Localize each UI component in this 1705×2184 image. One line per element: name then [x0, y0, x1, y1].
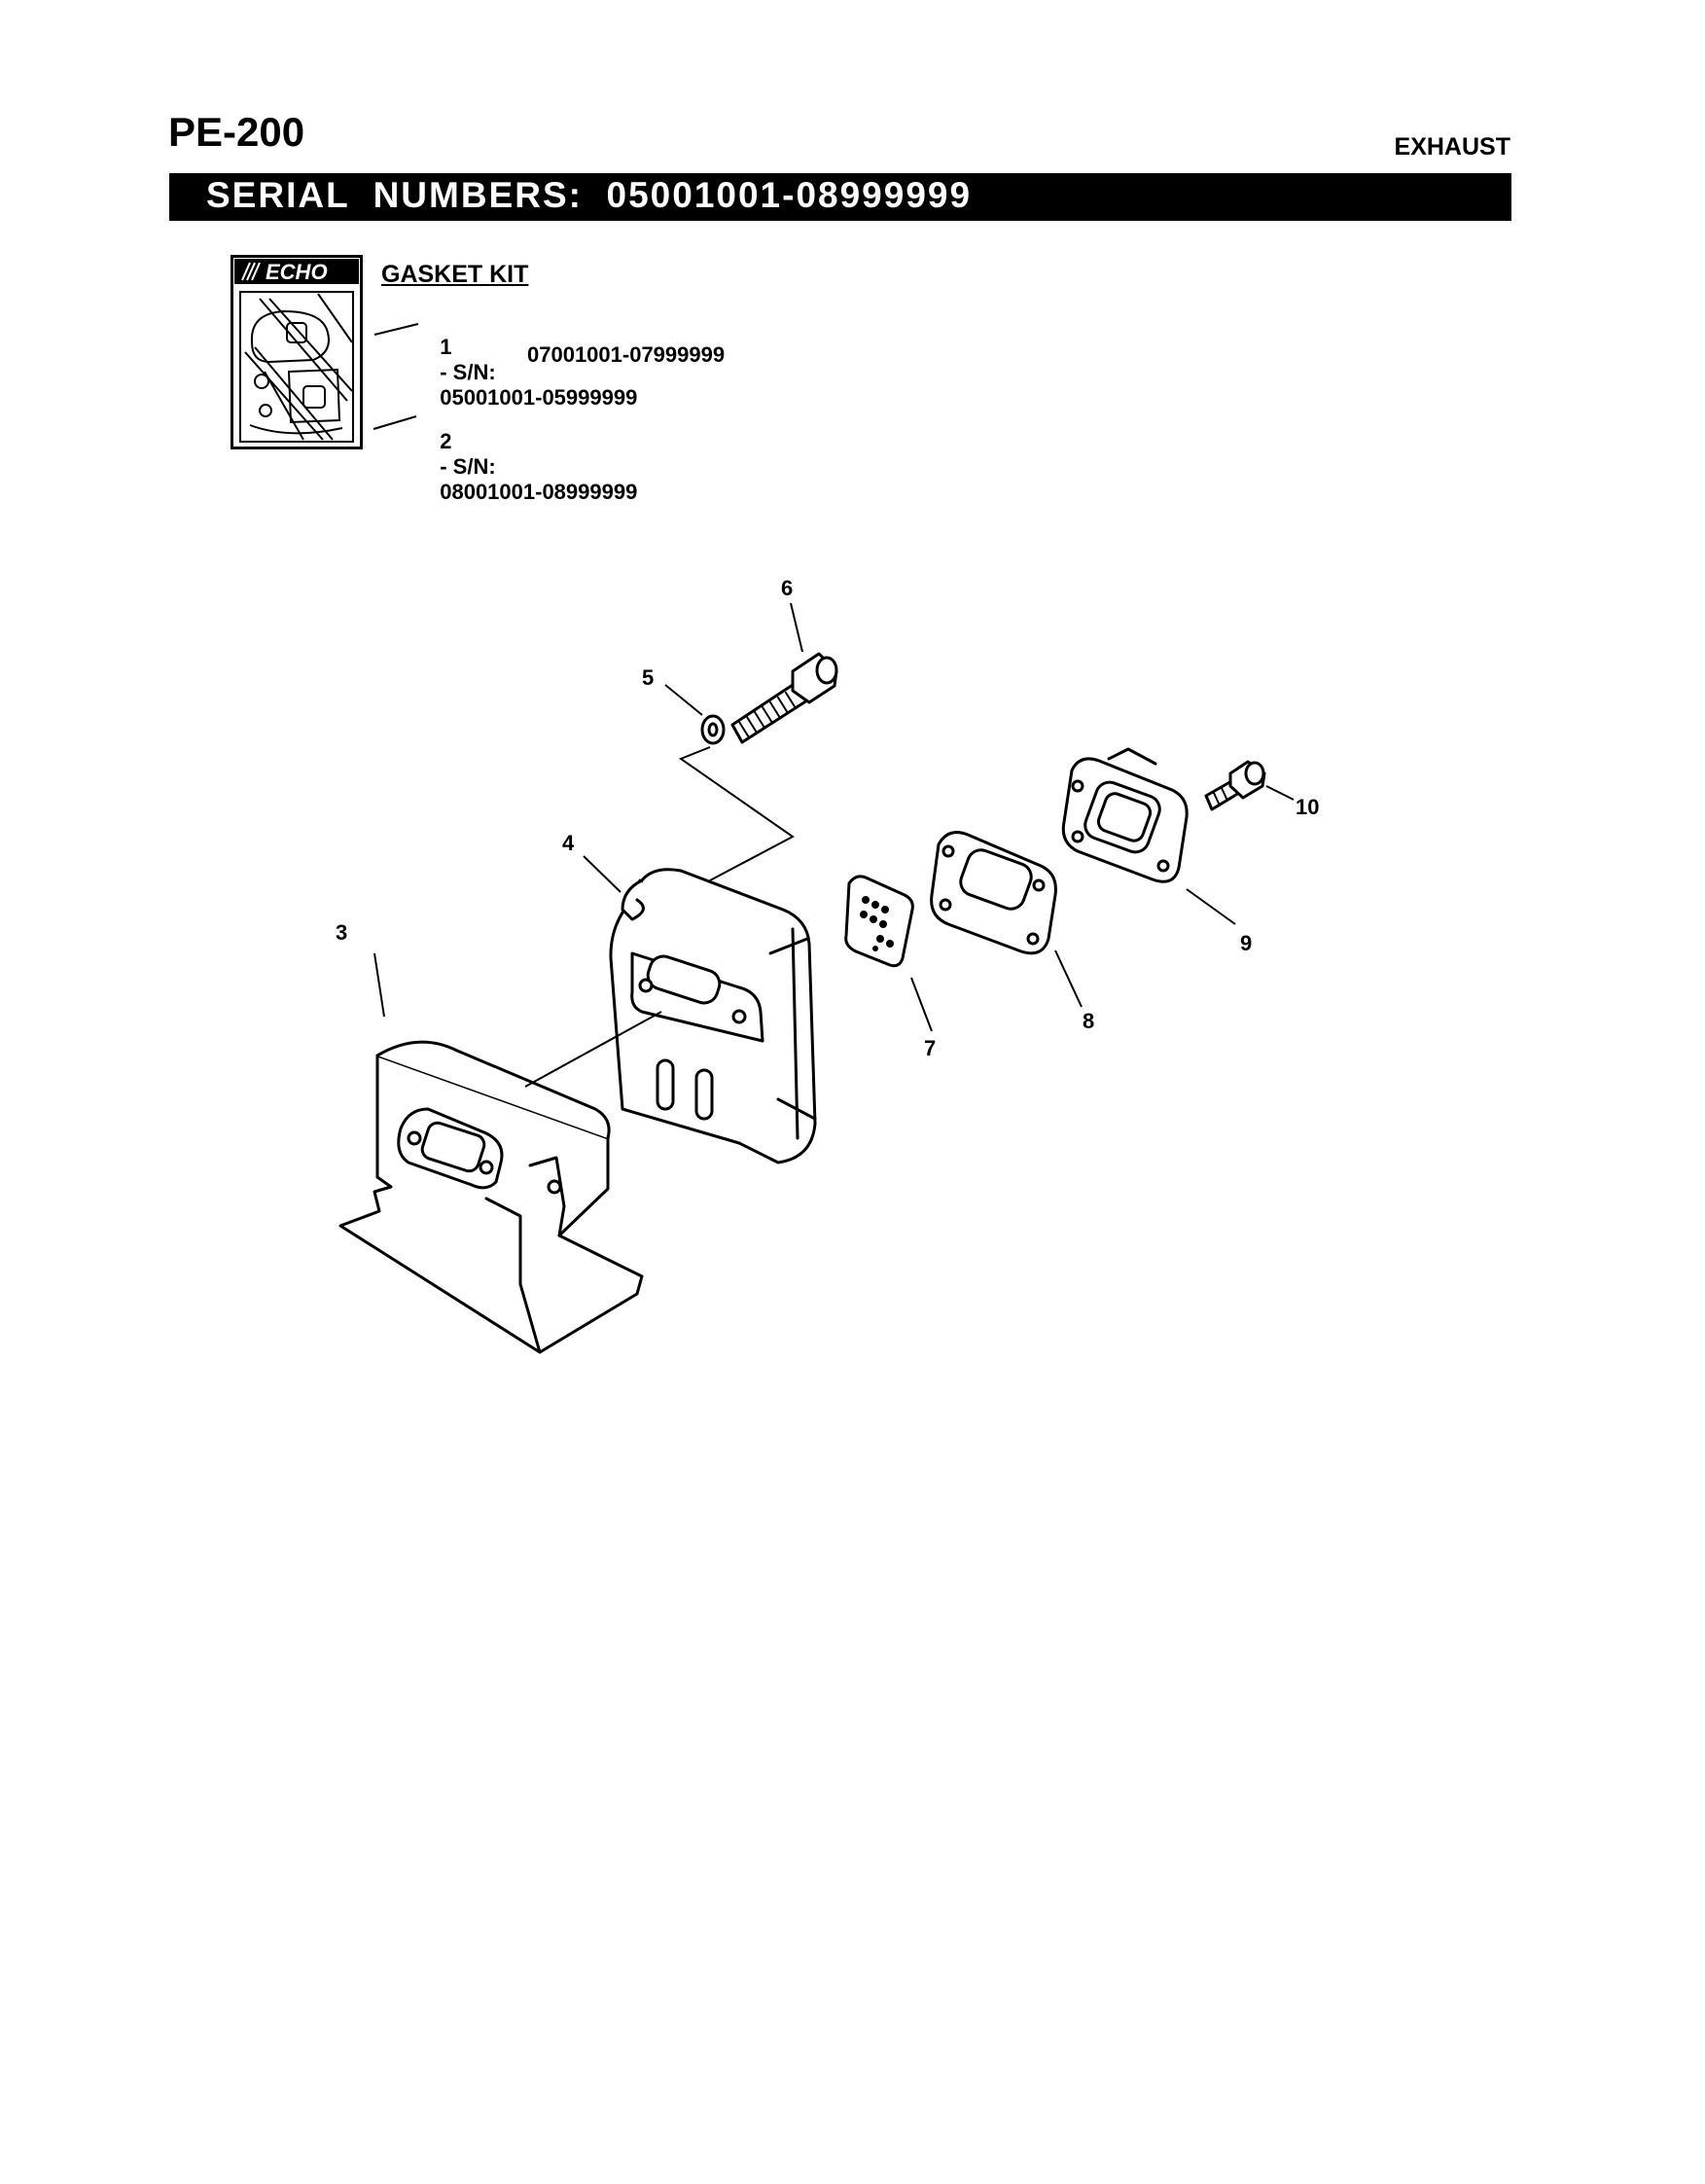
kit-entry-range: 08001001-08999999 [440, 480, 638, 504]
callout-6: 6 [781, 576, 793, 600]
callout-5: 5 [642, 665, 654, 690]
kit-entry-number: 1 [440, 335, 452, 359]
part-9-flange [1061, 747, 1189, 883]
part-4-muffler [609, 868, 817, 1164]
section-title: EXHAUST [1394, 133, 1510, 161]
part-3-heat-shield [338, 1040, 644, 1354]
kit-entry-prefix: - S/N: [440, 454, 496, 479]
callout-9: 9 [1240, 931, 1252, 955]
part-5-washer [700, 714, 726, 745]
callout-3: 3 [336, 920, 347, 945]
kit-entry-number: 2 [440, 429, 452, 453]
part-6-bolt [730, 652, 838, 744]
kit-entry-1: 1 - S/N: 05001001-05999999 [428, 309, 637, 411]
kit-entry-1-range-2: 07001001-07999999 [527, 342, 726, 367]
part-7-spark-arrestor [844, 875, 914, 968]
model-title: PE-200 [168, 109, 305, 155]
callout-7: 7 [924, 1036, 936, 1060]
callout-4: 4 [562, 831, 575, 855]
kit-entry-2: 2 - S/N: 08001001-08999999 [428, 404, 637, 505]
kit-entry-prefix: - S/N: [440, 360, 496, 384]
serial-numbers-text: SERIAL NUMBERS: 05001001-08999999 [206, 175, 973, 215]
echo-logo: ECHO [266, 260, 328, 284]
kit-entry-range: 05001001-05999999 [440, 385, 638, 410]
gasket-kit-title: GASKET KIT [381, 261, 529, 288]
callout-10: 10 [1296, 795, 1319, 819]
callout-8: 8 [1083, 1009, 1094, 1033]
serial-numbers-bar: SERIAL NUMBERS: 05001001-08999999 [169, 173, 1511, 221]
part-8-gasket [930, 831, 1057, 955]
gasket-kit-package-image: ECHO [231, 255, 363, 449]
part-10-flange-bolt [1204, 760, 1266, 811]
